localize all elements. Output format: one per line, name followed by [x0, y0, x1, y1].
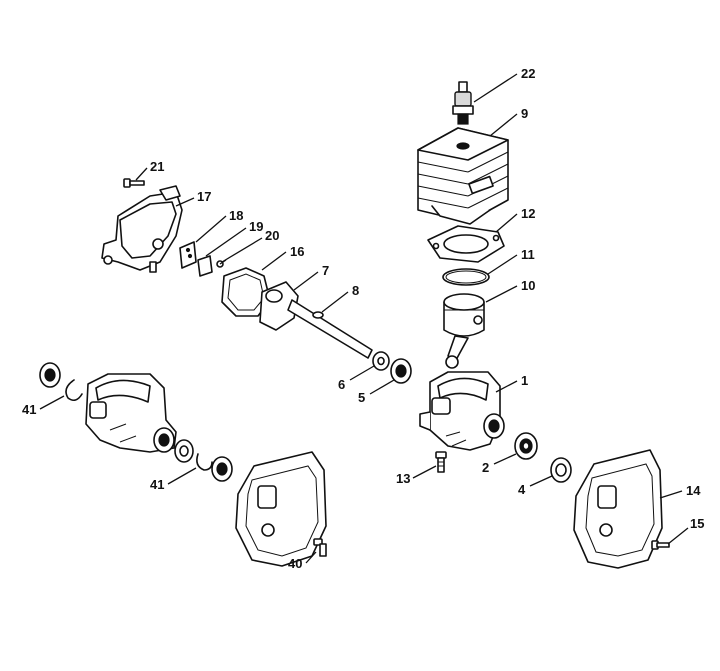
screw-15-part	[651, 540, 670, 550]
callout-41-upper: 41	[22, 402, 36, 417]
callout-5: 5	[358, 390, 365, 405]
piston-part	[443, 293, 485, 369]
leader-lines	[39, 73, 689, 564]
callout-40: 40	[288, 556, 302, 571]
callout-labels: 22 9 12 11 10 1 2 13 4 14 15 21 17 18 19…	[22, 66, 704, 571]
bracket-housing-part	[101, 185, 183, 273]
callout-10: 10	[521, 278, 535, 293]
washer-6-part	[372, 351, 390, 371]
circlip-lower-part	[196, 453, 213, 471]
cover-left-part	[235, 451, 327, 567]
ball-bearing-right-part	[514, 432, 538, 460]
callout-14: 14	[686, 483, 701, 498]
callout-7: 7	[322, 263, 329, 278]
callout-12: 12	[521, 206, 535, 221]
callout-4: 4	[518, 482, 526, 497]
callout-15: 15	[690, 516, 704, 531]
screw-13-part	[435, 451, 447, 473]
screw-40-part	[313, 538, 327, 557]
piston-ring-part	[442, 268, 490, 286]
plate-19-part	[197, 255, 213, 277]
callout-18: 18	[229, 208, 243, 223]
screw-21-part	[123, 178, 145, 188]
crankcase-half-left-part	[85, 373, 177, 453]
cover-right-part	[573, 449, 663, 569]
callout-16: 16	[290, 244, 304, 259]
ball-bearing-left-part	[39, 362, 61, 388]
crankshaft-part	[259, 281, 373, 359]
spark-plug-part	[452, 81, 474, 125]
ball-bearing-5-part	[390, 358, 412, 384]
cylinder-part	[417, 127, 509, 225]
callout-8: 8	[352, 283, 359, 298]
callout-6: 6	[338, 377, 345, 392]
oil-seal-part	[550, 457, 572, 483]
circlip-upper-part	[65, 379, 83, 402]
callout-9: 9	[521, 106, 528, 121]
crankcase-half-right-part	[419, 371, 505, 451]
callout-17: 17	[197, 189, 211, 204]
callout-41-lower: 41	[150, 477, 164, 492]
callout-13: 13	[396, 471, 410, 486]
callout-1: 1	[521, 373, 528, 388]
callout-20: 20	[265, 228, 279, 243]
gasket-16-part	[221, 267, 271, 317]
callout-19: 19	[249, 219, 263, 234]
plate-18-part	[179, 241, 197, 269]
callout-2: 2	[482, 460, 489, 475]
key-8-part	[312, 311, 324, 319]
seal-left-part	[174, 439, 194, 463]
callout-22: 22	[521, 66, 535, 81]
callout-11: 11	[521, 247, 535, 262]
ball-bearing-lower-part	[211, 456, 233, 482]
callout-21: 21	[150, 159, 164, 174]
cylinder-gasket-part	[427, 225, 505, 263]
